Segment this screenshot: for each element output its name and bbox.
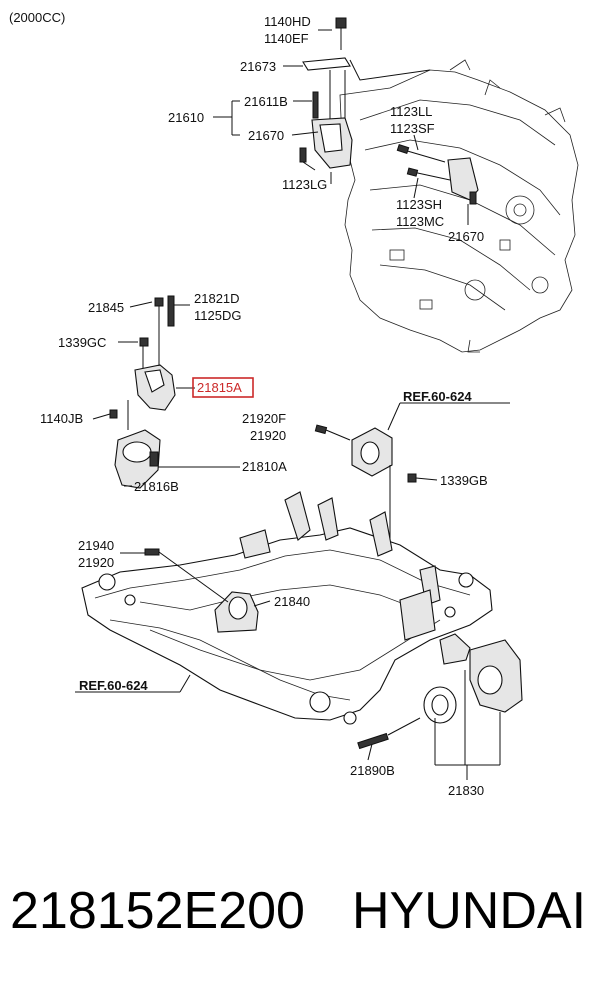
label-1123sf: 1123SF	[390, 121, 435, 136]
label-21940: 21940	[78, 538, 114, 553]
subframe-illustration	[81, 465, 493, 725]
label-1123ll: 1123LL	[390, 104, 432, 119]
label-21920-mid: 21920	[250, 428, 286, 443]
label-21673: 21673	[240, 59, 276, 74]
highlight-box	[192, 377, 254, 398]
label-21670-top: 21670	[248, 128, 284, 143]
label-21830: 21830	[448, 783, 484, 798]
leader-lines	[75, 29, 510, 761]
variant-label: (2000CC)	[9, 10, 65, 25]
label-21816b: 21816B	[134, 479, 179, 494]
label-1339gb: 1339GB	[440, 473, 488, 488]
engine-block-illustration	[339, 59, 579, 353]
label-1140ef: 1140EF	[264, 31, 309, 46]
label-21840: 21840	[274, 594, 310, 609]
label-1140hd: 1140HD	[264, 14, 311, 29]
label-1123mc: 1123MC	[396, 214, 444, 229]
engine-side-bracket	[396, 143, 479, 205]
label-21920f: 21920F	[242, 411, 286, 426]
ref-label-top: REF.60-624	[403, 389, 472, 404]
label-21810a: 21810A	[242, 459, 287, 474]
label-21670-right: 21670	[448, 229, 484, 244]
label-21610: 21610	[168, 110, 204, 125]
footer-brand: HYUNDAI	[352, 882, 586, 940]
label-21611b: 21611B	[244, 94, 288, 109]
footer-part-number: 218152E200	[10, 882, 305, 940]
label-21821d: 21821D	[194, 291, 240, 306]
label-1140jb: 1140JB	[40, 411, 83, 426]
label-1123sh: 1123SH	[396, 197, 442, 212]
label-21845: 21845	[88, 300, 124, 315]
transmission-mount-assembly	[92, 295, 176, 489]
ref-label-left: REF.60-624	[79, 678, 148, 693]
label-21815a-highlighted: 21815A	[197, 380, 242, 395]
label-1125dg: 1125DG	[194, 308, 241, 323]
engine-mount-bracket-top	[299, 17, 431, 171]
label-21890b: 21890B	[350, 763, 395, 778]
roll-stopper-21840	[144, 548, 259, 633]
label-21920-left: 21920	[78, 555, 114, 570]
rear-mount-block	[314, 424, 438, 483]
bushing-21830	[357, 633, 523, 780]
label-1339gc: 1339GC	[58, 335, 106, 350]
label-1123lg: 1123LG	[282, 177, 327, 192]
